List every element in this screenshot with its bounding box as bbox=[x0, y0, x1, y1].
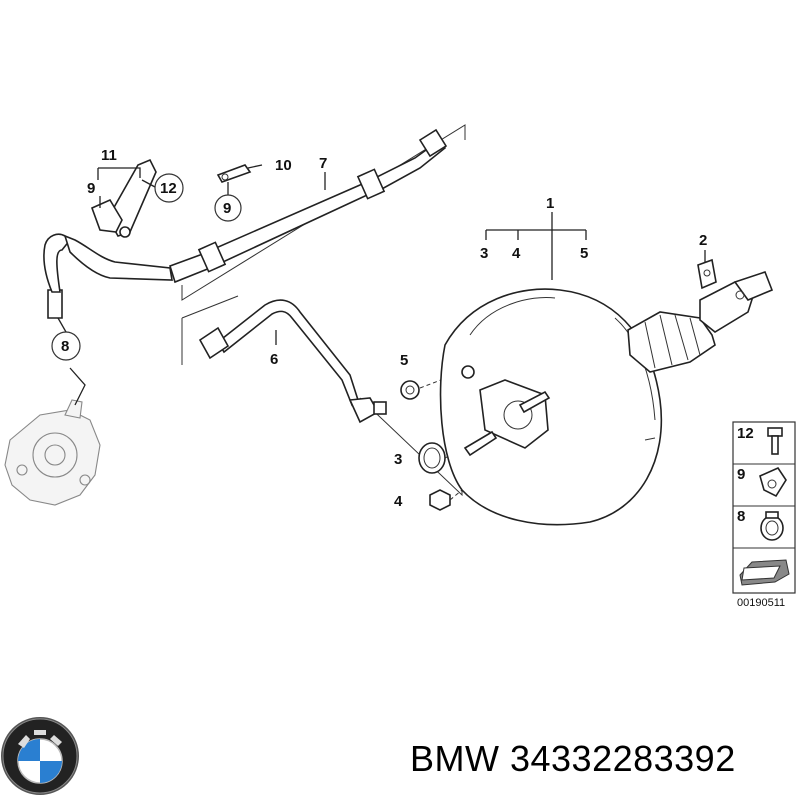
clamp-icon bbox=[759, 466, 787, 498]
leader-10 bbox=[247, 164, 263, 169]
diagram-code: 00190511 bbox=[737, 597, 785, 609]
clip-10 bbox=[216, 164, 252, 183]
callout-1: 1 bbox=[546, 195, 554, 212]
callout-6: 6 bbox=[270, 351, 278, 368]
leader-11 bbox=[97, 167, 141, 180]
callout-12: 12 bbox=[160, 180, 177, 197]
o-ring-3 bbox=[418, 442, 446, 474]
legend-num-8: 8 bbox=[737, 508, 745, 525]
vacuum-hose-7 bbox=[169, 128, 448, 284]
callout-5-mid: 5 bbox=[400, 352, 408, 369]
seal-ring-5 bbox=[400, 380, 420, 400]
nut-4 bbox=[429, 489, 451, 511]
callout-5-top: 5 bbox=[580, 245, 588, 262]
leader-8 bbox=[57, 317, 67, 333]
brake-booster bbox=[439, 288, 663, 526]
legend-num-9: 9 bbox=[737, 466, 745, 483]
callout-4-mid: 4 bbox=[394, 493, 403, 510]
callout-9-left: 9 bbox=[87, 180, 95, 197]
callout-9-top: 9 bbox=[223, 200, 231, 217]
vacuum-pump bbox=[4, 399, 101, 506]
arrow-icon bbox=[739, 559, 790, 586]
legend-num-12: 12 bbox=[737, 425, 754, 442]
pushrod-boot bbox=[627, 271, 774, 373]
callout-7: 7 bbox=[319, 155, 327, 172]
callout-9-top-circle bbox=[214, 194, 242, 222]
vacuum-hose-6 bbox=[198, 299, 387, 424]
callout-12-circle bbox=[154, 173, 184, 203]
hose-clamp-icon bbox=[760, 511, 784, 541]
callout-1-bracket bbox=[485, 212, 587, 280]
hose-assembly-left bbox=[43, 233, 173, 406]
callout-2: 2 bbox=[699, 232, 707, 249]
leader-12 bbox=[141, 179, 156, 188]
callout-8: 8 bbox=[61, 338, 69, 355]
bracket-11 bbox=[90, 158, 157, 238]
callout-3-mid: 3 bbox=[394, 451, 402, 468]
callout-8-circle bbox=[51, 331, 81, 361]
bmw-logo bbox=[1, 717, 79, 795]
callout-11: 11 bbox=[101, 147, 117, 164]
callout-10: 10 bbox=[275, 157, 292, 174]
clevis-2 bbox=[697, 258, 717, 290]
part-number-text: BMW 34332283392 bbox=[410, 738, 736, 779]
callout-3-top: 3 bbox=[480, 245, 488, 262]
legend-panel: 12 9 8 00190511 bbox=[732, 421, 796, 609]
callout-4-top: 4 bbox=[512, 245, 521, 262]
bolt-icon bbox=[767, 427, 783, 455]
